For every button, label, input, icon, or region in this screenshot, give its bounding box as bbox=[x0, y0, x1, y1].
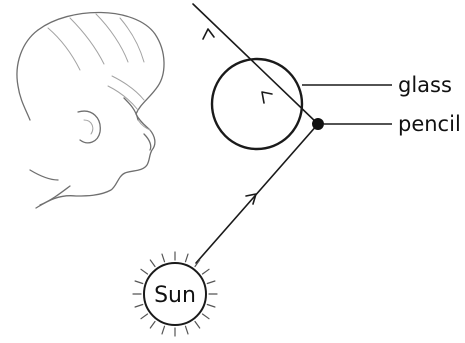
sun-disk bbox=[143, 262, 207, 326]
glass-label: glass bbox=[398, 73, 452, 97]
sun-ray-stroke bbox=[161, 325, 166, 335]
sun-ray-stroke bbox=[194, 259, 201, 268]
ray-arrowhead-upper bbox=[202, 28, 215, 40]
sun-ray-stroke bbox=[184, 253, 189, 263]
ray-arrowhead-lower bbox=[245, 193, 257, 205]
ray-arrowhead-inside-glass bbox=[261, 91, 273, 104]
sun-ray-stroke bbox=[134, 280, 144, 285]
light-ray-from-sun bbox=[195, 123, 319, 264]
sun-ray-stroke bbox=[184, 325, 189, 335]
sun-ray-stroke bbox=[206, 280, 216, 285]
light-ray-to-eye bbox=[192, 3, 319, 125]
pencil-point bbox=[312, 118, 324, 130]
sun-ray-stroke bbox=[140, 268, 149, 275]
sun-label: Sun bbox=[154, 283, 196, 308]
sun-icon: Sun bbox=[132, 251, 218, 337]
sun-ray-stroke bbox=[201, 268, 210, 275]
sun-ray-stroke bbox=[206, 303, 216, 308]
sun-ray-stroke bbox=[140, 313, 149, 320]
sun-ray-stroke bbox=[194, 320, 201, 329]
sun-ray-stroke bbox=[134, 303, 144, 308]
person-head-sketch bbox=[16, 11, 165, 209]
pencil-label: pencil bbox=[398, 112, 461, 136]
sun-ray-stroke bbox=[161, 253, 166, 263]
sun-ray-stroke bbox=[149, 320, 156, 329]
sun-ray-stroke bbox=[201, 313, 210, 320]
glass-lens bbox=[210, 57, 304, 151]
sun-rays bbox=[132, 251, 218, 337]
sun-ray-stroke bbox=[149, 259, 156, 268]
